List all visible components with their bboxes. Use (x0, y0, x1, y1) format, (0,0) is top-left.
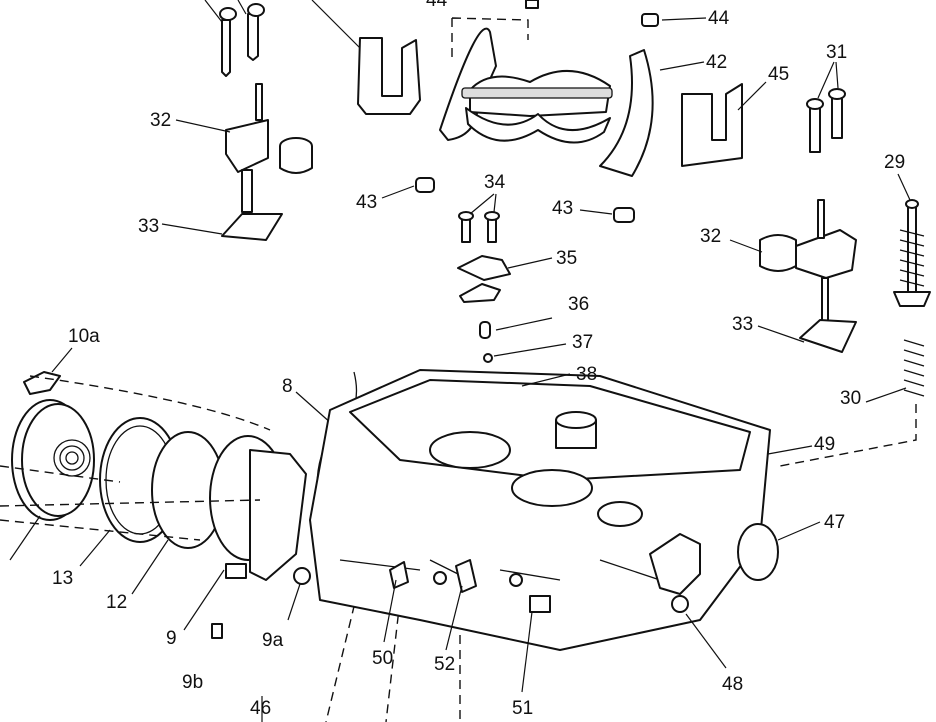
plug-44-top (525, 0, 707, 27)
screws-34 (458, 193, 500, 243)
label-48: 48 (722, 674, 743, 695)
pump-lever-right (729, 199, 857, 323)
leader-38 (521, 373, 571, 387)
lever-35 (457, 255, 553, 303)
gasket-33-right (757, 319, 857, 353)
bracket-top-left (311, 0, 421, 115)
label-37: 37 (572, 332, 593, 353)
label-9: 9 (166, 628, 177, 649)
label-9a: 9a (262, 630, 284, 651)
label-12: 12 (106, 592, 127, 613)
leader-49 (767, 445, 813, 455)
label-52: 52 (434, 654, 455, 675)
check-ball-parts (479, 317, 567, 363)
choke-cover-9 (183, 435, 311, 639)
gasket-33-left (161, 213, 283, 241)
dashed-guide-pump (779, 404, 917, 467)
dashed-guide-choke (0, 465, 261, 541)
label-36: 36 (568, 294, 589, 315)
label-43-left: 43 (356, 192, 377, 213)
label-44-top: 44 (426, 0, 448, 11)
plug-43-left (381, 177, 435, 199)
screws-31 (806, 61, 846, 153)
label-8: 8 (282, 376, 293, 397)
label-47: 47 (824, 512, 845, 533)
label-44: 44 (708, 8, 730, 29)
pump-plunger-29 (893, 173, 931, 307)
label-32-left: 32 (150, 110, 171, 131)
dashed-guide-bottom (325, 589, 461, 722)
leader-50 (383, 579, 397, 643)
label-33-right: 33 (732, 314, 753, 335)
link-10a (23, 347, 73, 395)
label-43-right: 43 (552, 198, 573, 219)
plug-43-right (579, 207, 635, 223)
label-46: 46 (250, 698, 271, 719)
label-45: 45 (768, 64, 789, 85)
leader-51 (521, 611, 533, 693)
bracket-45 (681, 81, 767, 167)
choke-valve-assembly (439, 17, 705, 177)
label-13: 13 (52, 568, 73, 589)
label-9b: 9b (182, 672, 203, 693)
label-35: 35 (556, 248, 577, 269)
label-33-left: 33 (138, 216, 159, 237)
label-29: 29 (884, 152, 905, 173)
label-34: 34 (484, 172, 506, 193)
label-50: 50 (372, 648, 393, 669)
pump-lever-left (175, 83, 313, 213)
screw-pair-top-left (204, 0, 265, 77)
label-38: 38 (576, 364, 597, 385)
label-10a: 10a (68, 326, 100, 347)
carburetor-main-body (309, 369, 779, 651)
leader-52 (445, 585, 463, 651)
dashed-guide-10a (29, 375, 271, 431)
spring-30 (865, 339, 925, 403)
label-51: 51 (512, 698, 533, 719)
label-49: 49 (814, 434, 835, 455)
leader-47 (777, 521, 821, 541)
label-30: 30 (840, 388, 861, 409)
leader-48 (685, 613, 727, 669)
label-32-right: 32 (700, 226, 721, 247)
choke-coil-housing (9, 399, 95, 561)
label-31: 31 (826, 42, 847, 63)
label-42: 42 (706, 52, 727, 73)
